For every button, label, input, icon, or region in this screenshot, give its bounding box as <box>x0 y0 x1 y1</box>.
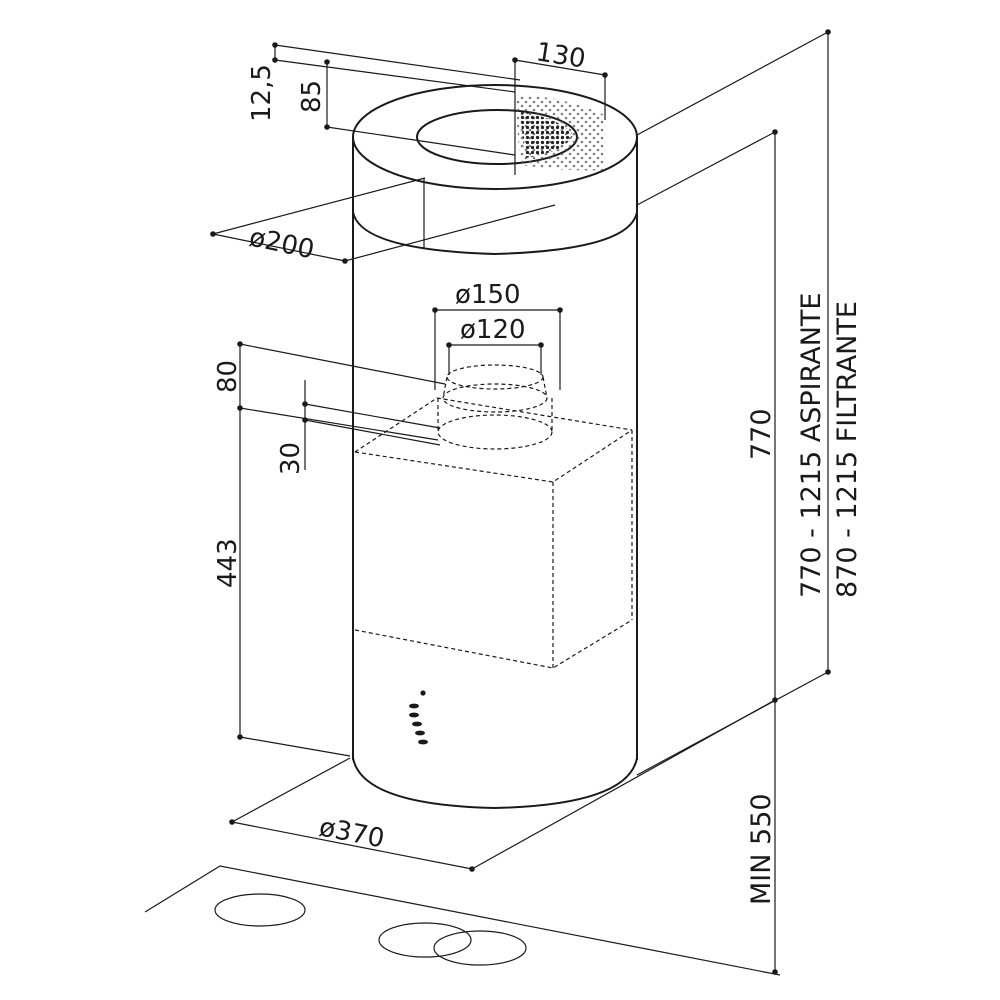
dim-30: 30 <box>276 442 306 475</box>
dimension-labels: 12,5 85 130 ø200 ø150 ø120 80 30 443 ø37… <box>213 37 863 905</box>
perforated-grille-dense <box>520 112 573 158</box>
burner-middle <box>378 922 472 958</box>
hood-body <box>352 84 638 810</box>
dim-770: 770 <box>746 408 777 460</box>
dim-min-550: MIN 550 <box>746 793 777 905</box>
outlet-collar <box>437 364 553 450</box>
dim-85: 85 <box>297 80 327 113</box>
dim-200: ø200 <box>247 223 317 266</box>
internal-motor-box <box>354 397 633 669</box>
dim-370: ø370 <box>317 812 387 854</box>
dim-130: 130 <box>534 37 588 74</box>
burner-right <box>433 930 527 966</box>
dim-12-5: 12,5 <box>247 64 277 122</box>
burner-left <box>214 893 306 927</box>
dim-870-1215-filtrante: 870 - 1215 FILTRANTE <box>832 301 863 598</box>
dimension-lines <box>210 29 831 975</box>
control-buttons <box>409 690 428 745</box>
dim-120: ø120 <box>460 315 526 345</box>
dim-443: 443 <box>213 538 243 588</box>
dim-150: ø150 <box>455 280 521 310</box>
hood-bottom-edge <box>352 757 638 810</box>
cooktop <box>144 865 781 976</box>
dim-770-1215-aspirante: 770 - 1215 ASPIRANTE <box>796 293 827 598</box>
dim-80: 80 <box>213 360 243 393</box>
